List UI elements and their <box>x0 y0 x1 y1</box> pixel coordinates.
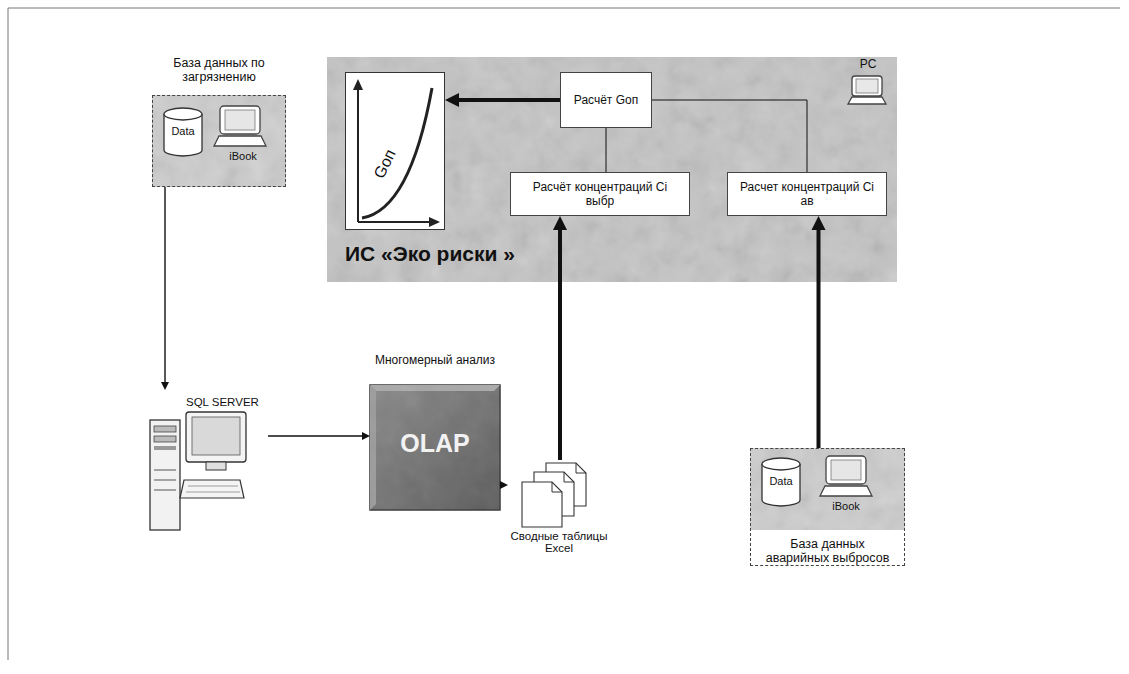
icon-label: Data <box>762 475 800 487</box>
node-text: Расчет концентраций Ci ав <box>738 180 876 208</box>
olap-cube <box>370 385 500 510</box>
node-text: Gоп <box>370 147 399 182</box>
process-box: Расчет концентраций Ci ав <box>727 172 887 216</box>
connector-line <box>164 187 165 383</box>
label-slot: iBook <box>216 150 270 162</box>
node-text: Расчёт концентраций Ci выбр <box>521 180 679 208</box>
flow-connector <box>606 128 607 172</box>
arrow-head <box>500 481 508 489</box>
graph-box: Gоп <box>345 72 445 230</box>
connector-line <box>652 100 807 172</box>
flow-connector <box>553 216 567 460</box>
olap-box: Многомерный анализOLAP <box>370 385 500 510</box>
label-slot: Data <box>762 475 800 487</box>
connector-line <box>268 435 363 436</box>
arrow-head <box>812 216 826 230</box>
connector-line <box>458 98 560 102</box>
node-text: ИС «Эко риски » <box>345 242 515 266</box>
node-text: База данных аварийных выбросов <box>751 537 904 565</box>
node-text: База данных по загрязнению <box>153 56 285 84</box>
ibook-laptop-icon <box>820 456 872 496</box>
pc-laptop-icon <box>848 76 886 104</box>
system-panel: ИС «Эко риски » Gоп Расчёт GопРасчёт конце… <box>327 57 897 282</box>
icon-label: iBook <box>216 150 270 162</box>
process-box: Расчёт Gоп <box>560 72 652 128</box>
icon-label: Data <box>164 125 202 137</box>
ibook-laptop-icon <box>214 106 266 146</box>
connector-line <box>817 229 821 448</box>
flow-connector <box>268 432 370 440</box>
icon-label: iBook <box>819 500 873 512</box>
arrow-head <box>362 432 370 440</box>
system-panel-ground <box>327 57 897 282</box>
database-box-ground <box>750 448 905 530</box>
arrow-head <box>161 382 169 390</box>
database-box: База данных по загрязнению <box>152 95 286 187</box>
device-label: PC <box>852 57 884 71</box>
label-slot: Data <box>164 125 202 137</box>
node-text: Расчёт Gоп <box>574 93 638 107</box>
database-cylinder <box>164 108 202 156</box>
node-text: Многомерный анализ <box>370 353 500 367</box>
graph-plot <box>345 72 445 230</box>
database-cylinder <box>762 458 800 506</box>
label-slot: iBook <box>819 500 873 512</box>
node-text: Сводные таблицы Excel <box>508 530 610 554</box>
flow-connector <box>445 93 560 107</box>
server-group: SQL SERVER <box>150 390 268 532</box>
database-box: База данных аварийных выбросов <box>750 448 905 566</box>
flow-connector <box>500 481 508 489</box>
node-text: SQL SERVER <box>186 396 259 408</box>
arrow-head <box>445 93 459 107</box>
excel-documents <box>522 463 586 527</box>
database-box-ground <box>152 95 286 187</box>
flow-connector <box>812 216 826 448</box>
process-box: Расчёт концентраций Ci выбр <box>510 172 690 216</box>
excel-tables: Сводные таблицы Excel <box>508 460 610 558</box>
connector-line <box>558 229 562 460</box>
node-subtext: OLAP <box>370 429 500 458</box>
connector-line <box>606 128 607 172</box>
flow-connector <box>161 187 169 390</box>
flow-connector <box>652 100 807 172</box>
server-computer <box>150 412 246 530</box>
arrow-head <box>553 216 567 230</box>
page-frame <box>8 8 1120 660</box>
label-slot: PC <box>852 57 884 71</box>
